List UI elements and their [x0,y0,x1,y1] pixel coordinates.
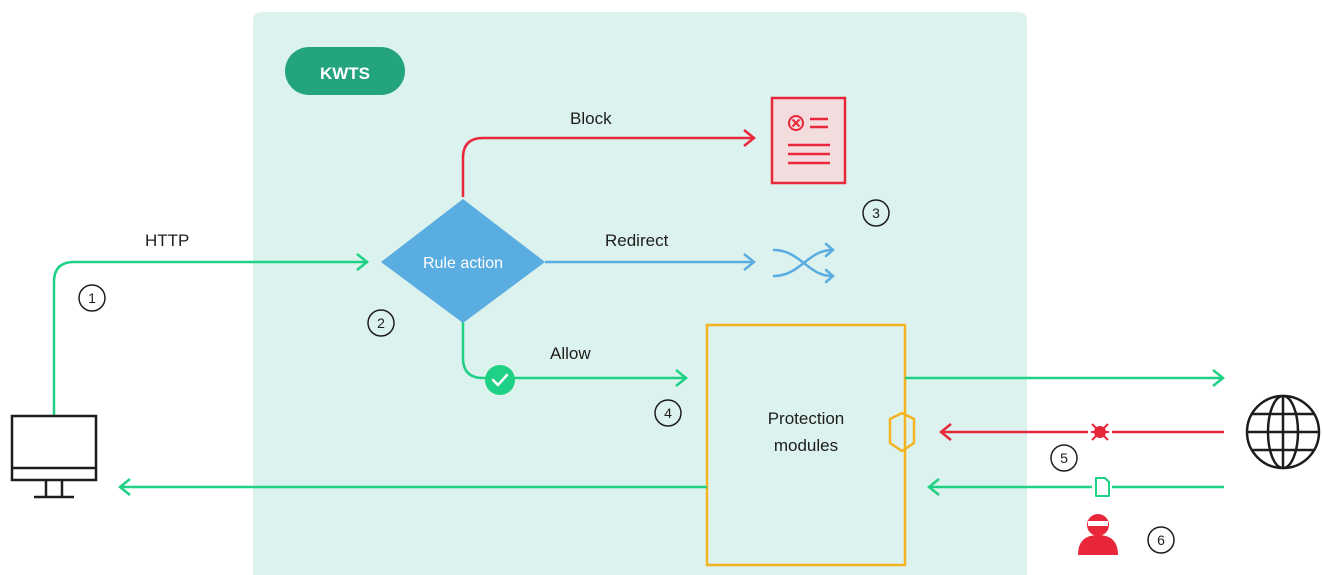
globe-icon [1245,394,1321,470]
svg-text:6: 6 [1157,532,1165,548]
file-icon [1092,476,1112,498]
check-icon [485,365,515,395]
kwts-panel [253,12,1027,575]
file-arrowhead [926,478,940,496]
rule-action-label: Rule action [423,255,503,272]
outbound-arrowhead [1212,369,1226,387]
bug-icon [1088,423,1112,441]
hacker-icon [1078,514,1118,555]
step-4: 4 [654,399,682,427]
computer-icon [10,414,98,499]
block-line [461,136,752,197]
protection-modules-box [705,323,907,567]
shield-icon [888,411,916,453]
step-6: 6 [1147,526,1175,554]
http-label: HTTP [145,231,189,250]
step-1: 1 [78,284,106,312]
blocked-page-icon [770,96,847,185]
redirect-label: Redirect [605,231,669,250]
step-2: 2 [367,309,395,337]
block-arrowhead [743,129,757,147]
svg-text:5: 5 [1060,450,1068,466]
http-request-line [52,260,365,415]
kwts-badge-label: KWTS [320,64,370,83]
protection-modules-label-line2: modules [774,436,838,455]
allow-arrowhead [675,369,689,387]
rule-action-diamond: Rule action [381,199,545,323]
block-label: Block [570,109,612,128]
svg-text:2: 2 [377,315,385,331]
allow-label: Allow [550,344,591,363]
svg-text:1: 1 [88,290,96,306]
threat-arrowhead [938,423,952,441]
response-arrowhead [117,478,131,496]
svg-text:4: 4 [664,405,672,421]
step-3: 3 [862,199,890,227]
redirect-icon [772,242,835,284]
redirect-arrowhead [743,253,757,271]
http-arrowhead [356,253,370,271]
protection-modules-label-line1: Protection [768,409,845,428]
step-5: 5 [1050,444,1078,472]
svg-text:3: 3 [872,205,880,221]
kwts-badge: KWTS [285,47,405,95]
allow-line [461,322,686,380]
